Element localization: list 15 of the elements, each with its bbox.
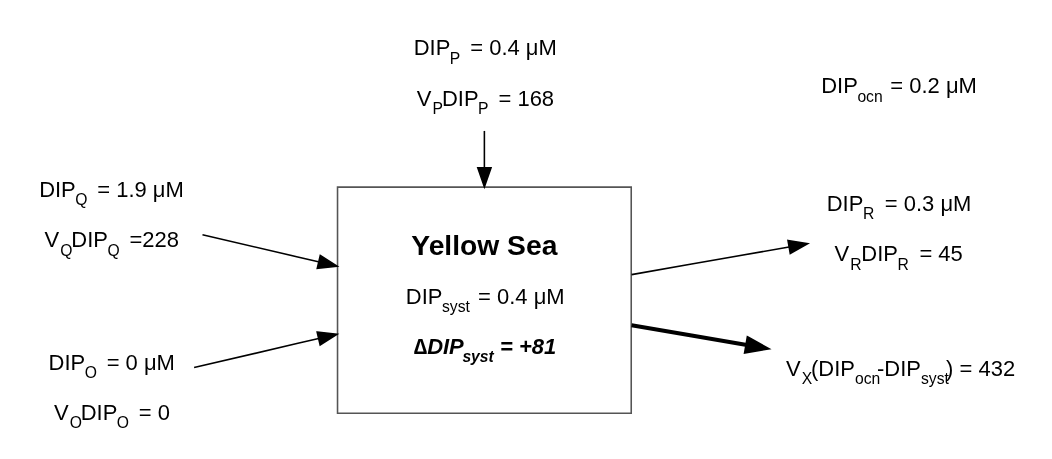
node-label: DIP$_{R}$ = 0.3 μM [826, 190, 972, 223]
label: DIP$_{ocn}$ = 0.2 μM [821, 73, 977, 105]
arrow [476, 130, 493, 190]
node-text: V$_{R}$DIP$_{R}$ = 45 [834, 241, 963, 273]
node-text: DIP$_{P}$ = 0.4 μM V$_{P}$DIP$_{P}$ = 168 [413, 35, 557, 118]
arrow [631, 323, 772, 354]
node-label: DIP$_{Q}$ = 1.9 μM [39, 176, 184, 209]
node-text: V$_{X}$(DIP$_{ocn}$-DIP$_{syst}$) = 432 [785, 355, 1016, 388]
node-label: DIP$_{O}$ = 0 μM [48, 349, 175, 382]
node-text: V$_{Q}$DIP$_{Q}$ =228 [44, 227, 179, 259]
arrow [193, 331, 340, 369]
arrow [630, 239, 811, 276]
node-text: V$_{O}$DIP$_{O}$ = 0 [54, 399, 171, 432]
node-box: Yellow Sea DIP$_{syst}$ = 0.4 μM ∆DIP$_{syst}$ = +81 [336, 186, 632, 415]
arrow [201, 233, 340, 270]
